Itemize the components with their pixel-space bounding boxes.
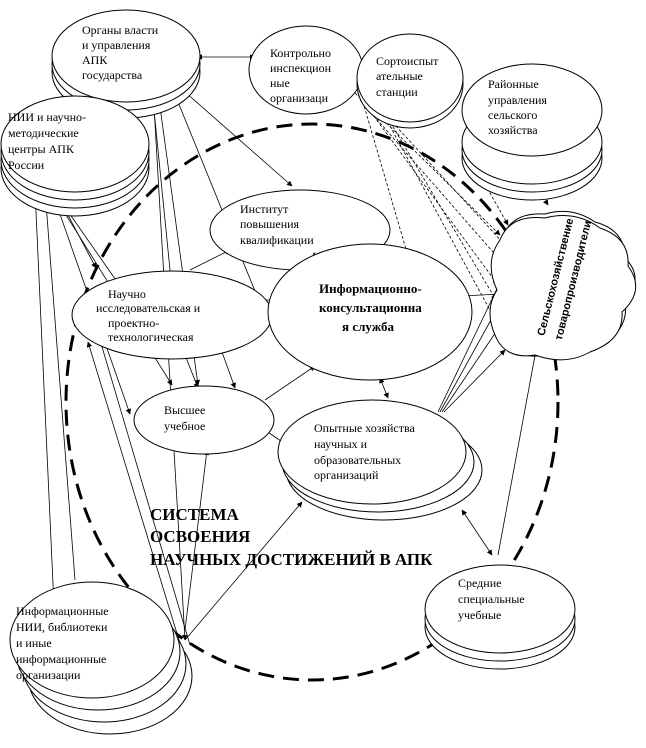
nodes: Органы власти и управления АПК государст…: [0, 9, 637, 735]
edge-opytnye-sel-3: [441, 325, 501, 413]
edge-opytnye-srednie: [461, 509, 493, 556]
edge-vysshee-ikc: [264, 365, 316, 401]
node-sorto: Сортоиспыт ательные станции: [356, 33, 464, 129]
info-label: Информационные НИИ, библиотеки и иные ин…: [16, 604, 112, 682]
system-boundary-ring: [64, 122, 560, 682]
organy-label: Органы власти и управления АПК государст…: [82, 23, 161, 82]
kontrol-label: Контрольно инспекцион ные организаци: [270, 46, 334, 105]
edge-kontrol-sel-1: [357, 94, 501, 236]
edge-nauchno-vysshee: [184, 354, 199, 389]
rayon-label: Районные управления сельского хозяйства: [488, 77, 550, 137]
edge-ikc-opytnye: [379, 377, 389, 399]
node-info: Информационные НИИ, библиотеки и иные ин…: [9, 581, 193, 735]
edge-nauchno-vysshee2: [221, 351, 236, 389]
edge-organy-ikc: [164, 69, 269, 324]
nii-label: НИИ и научно- методические центры АПК Ро…: [8, 110, 89, 172]
edge-kontrol-sel-2: [359, 99, 501, 261]
node-vysshee: Высшее учебное: [133, 385, 275, 455]
node-opytnye: Опытные хозяйства научных и образователь…: [277, 399, 483, 521]
edge-info-opytnye: [184, 501, 303, 641]
edge-kontrol-sel-3: [361, 99, 499, 286]
nauchno-label: Научно исследовательская и проектно- тех…: [96, 287, 203, 344]
node-organy: Органы власти и управления АПК государст…: [51, 9, 201, 119]
node-nauchno: Научно исследовательская и проектно- тех…: [71, 270, 273, 360]
sorto-label: Сортоиспыт ательные станции: [376, 54, 441, 99]
node-sel: Сельскохозяйствение товаропроизводители: [489, 210, 637, 361]
edge-srednie-sel: [497, 349, 538, 556]
srednie-label: Средние специальные учебные: [458, 576, 528, 622]
node-srednie: Средние специальные учебные: [424, 564, 576, 670]
edge-sorto-sel-2: [377, 103, 499, 326]
ikc-label: Информационно- консультационна я служба: [319, 281, 425, 334]
node-ikc: Информационно- консультационна я служба: [267, 243, 473, 381]
node-rayon: Районные управления сельского хозяйства: [461, 63, 603, 201]
opytnye-label: Опытные хозяйства научных и образователь…: [314, 421, 418, 482]
edge-nii-info-right: [42, 189, 76, 581]
node-nii: НИИ и научно- методические центры АПК Ро…: [0, 95, 150, 217]
node-kontrol: Контрольно инспекцион ные организаци: [248, 25, 364, 115]
edge-rayon-sel-2: [479, 174, 509, 226]
edge-nauchno-info: [86, 341, 183, 651]
edge-vysshee-info: [184, 449, 210, 631]
edge-nauchno-institut: [189, 249, 231, 271]
edge-nauchno-info2: [99, 339, 191, 646]
diagram-title: СИСТЕМА ОСВОЕНИЯ НАУЧНЫХ ДОСТИЖЕНИЙ В АП…: [150, 505, 433, 569]
edge-kontrol-ikc: [359, 91, 410, 257]
edge-sorto-sel-3: [379, 104, 497, 301]
edge-nii-info-left: [34, 189, 58, 629]
vysshee-label: Высшее учебное: [164, 403, 208, 433]
edge-opytnye-sel-4: [443, 349, 506, 413]
